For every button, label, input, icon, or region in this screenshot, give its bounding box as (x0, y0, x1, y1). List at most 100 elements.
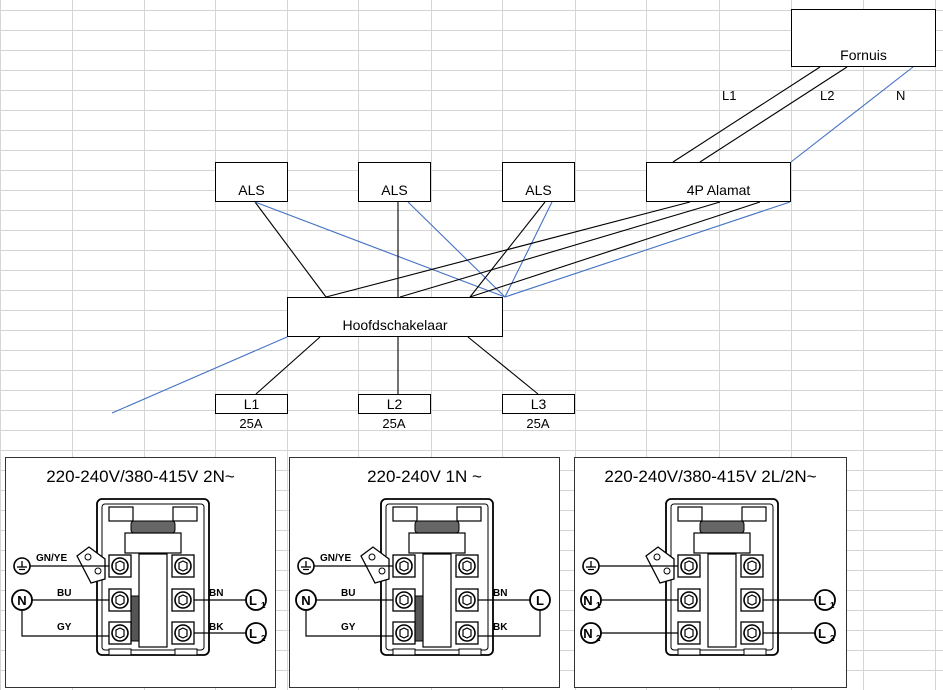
terminal-screw-hex (747, 594, 757, 606)
rcd-box-2: ALS (358, 162, 431, 202)
output-amps: 25A (382, 416, 406, 431)
terminal-foot (743, 648, 767, 656)
earth-lug-hole (368, 553, 376, 561)
earth-lug-hole (94, 567, 102, 575)
center-divider (422, 553, 452, 648)
output-amps: 25A (526, 416, 550, 431)
terminal-foot (392, 648, 416, 656)
panel-title: 220-240V/380-415V 2L/2N~ (604, 467, 817, 486)
terminal-screw (743, 591, 761, 609)
panel-title: 220-240V/380-415V 2N~ (46, 467, 235, 486)
output-label: L1 (243, 396, 260, 412)
bridge-plate (414, 520, 460, 534)
phase-wire (467, 336, 539, 395)
neutral-symbol-subscript: 1 (596, 601, 601, 610)
earth-lug-hole (663, 567, 671, 575)
terminal-screw-hex (178, 627, 188, 639)
neutral-wire (21, 610, 109, 637)
neutral-wire (407, 201, 506, 298)
terminal-screw (458, 624, 476, 642)
line-symbol-subscript: 1 (830, 601, 835, 610)
earth-lug-hole (84, 553, 92, 561)
terminal-screw (743, 557, 761, 575)
neutral-wire (790, 66, 914, 163)
bridge-base (693, 532, 751, 554)
terminal-screw (174, 591, 192, 609)
terminal-screw (174, 624, 192, 642)
wire-color-label: BU (341, 588, 355, 599)
bridge-link (414, 595, 424, 642)
terminal-foot (458, 648, 482, 656)
neutral-wire (305, 610, 393, 637)
wire-color-label: GY (57, 622, 72, 633)
phase-wire (699, 66, 848, 163)
neutral-wire (254, 201, 506, 298)
terminal-screw (680, 557, 698, 575)
neutral-wire (111, 336, 288, 414)
bridge-base (408, 532, 466, 554)
terminal-screw-hex (684, 594, 694, 606)
output-label: L3 (530, 396, 547, 412)
earth-lug-hole (378, 567, 386, 575)
neutral-wire (504, 201, 791, 298)
line-symbol-text: L (249, 626, 257, 641)
terminal-screw-hex (399, 594, 409, 606)
bridge-plate (130, 520, 176, 534)
line-symbol-text: L (818, 626, 826, 641)
terminal-screw (680, 591, 698, 609)
center-divider (138, 553, 168, 648)
bridge-plate (699, 520, 745, 534)
terminal-foot (677, 648, 701, 656)
earth-wire-label: GN/YE (320, 553, 351, 564)
terminal-screw (111, 591, 129, 609)
main-breaker-label: 4P Alamat (686, 182, 751, 198)
terminal-screw (111, 624, 129, 642)
terminal-screw-hex (462, 627, 472, 639)
terminal-screw-hex (747, 560, 757, 572)
rcd-label: ALS (381, 182, 408, 198)
bridge-base (124, 532, 182, 554)
terminal-clip (172, 506, 198, 522)
line-symbol-subscript: 2 (261, 634, 266, 643)
terminal-clip (456, 506, 482, 522)
terminal-screw-hex (747, 627, 757, 639)
terminal-clip (677, 506, 703, 522)
terminal-screw (395, 591, 413, 609)
rcd-label: ALS (525, 182, 552, 198)
main-switch-box: Hoofdschakelaar (287, 297, 503, 337)
bridge-link (130, 595, 140, 642)
terminal-screw-hex (399, 627, 409, 639)
main-breaker-box: 4P Alamat (646, 162, 791, 202)
terminal-screw-hex (684, 560, 694, 572)
terminal-screw (680, 624, 698, 642)
line-symbol-text: L (536, 593, 544, 608)
panel-title: 220-240V 1N ~ (367, 467, 482, 486)
terminal-screw-hex (115, 560, 125, 572)
terminal-screw-hex (399, 560, 409, 572)
neutral-wire (504, 201, 553, 298)
terminal-screw-hex (115, 594, 125, 606)
terminal-screw-hex (178, 560, 188, 572)
terminal-screw (174, 557, 192, 575)
wire-color-label: BK (493, 622, 508, 633)
neutral-symbol-text: N (583, 626, 592, 641)
rcd-box-1: ALS (215, 162, 288, 202)
wire-color-label: BU (57, 588, 71, 599)
wire-color-label: GY (341, 622, 356, 633)
line-symbol-subscript: 1 (261, 601, 266, 610)
center-divider (707, 553, 737, 648)
terminal-clip (108, 506, 134, 522)
output-box-l2: L2 (358, 394, 431, 414)
rcd-label: ALS (238, 182, 265, 198)
wire-label-l1: L1 (722, 88, 737, 103)
terminal-screw-hex (684, 627, 694, 639)
output-amps: 25A (239, 416, 263, 431)
neutral-symbol-text: N (301, 593, 310, 608)
